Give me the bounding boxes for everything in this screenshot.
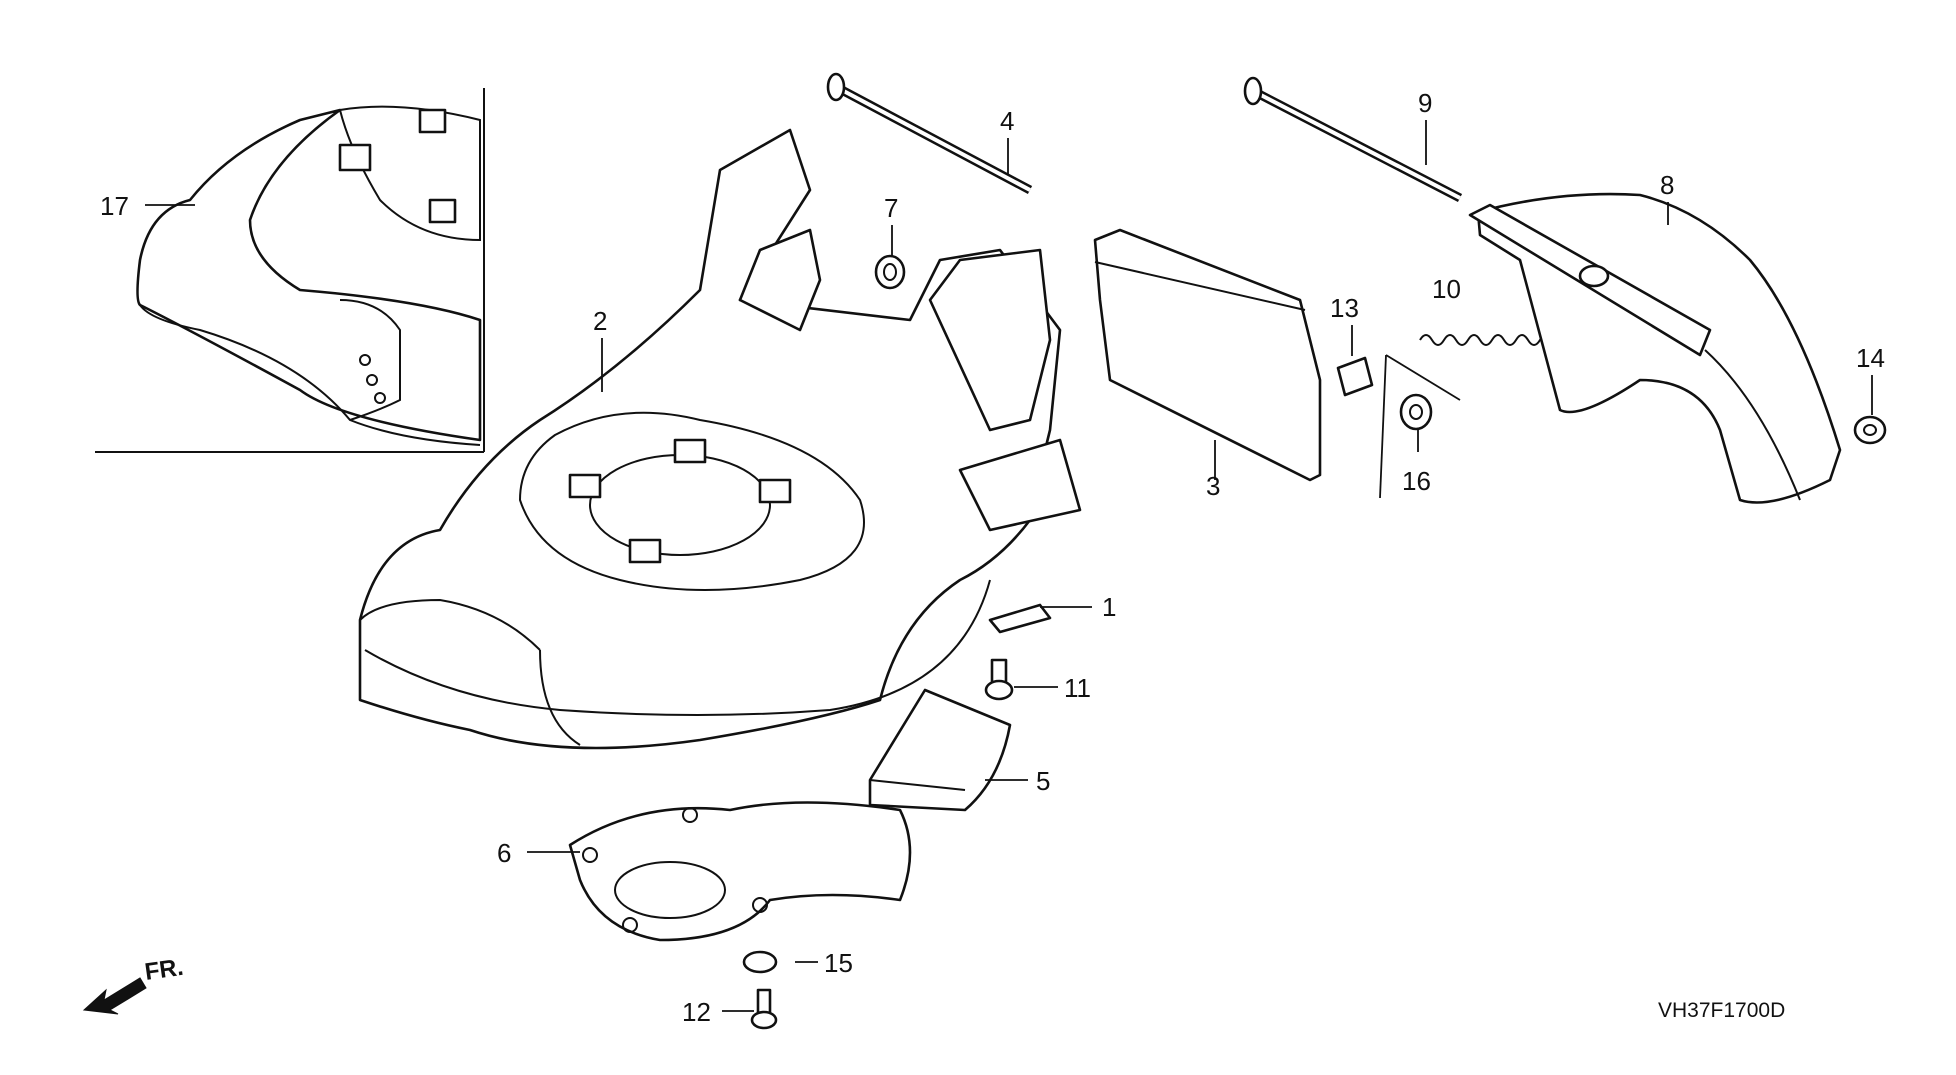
baffle-part-6: [568, 801, 912, 942]
callout-labels: 1 2 3 4 5 6 7 8 9 10 11 12 13 14 15 16 1…: [100, 88, 1885, 1027]
callout-14: 14: [1856, 343, 1885, 373]
rod-part-4: [826, 72, 1033, 194]
front-direction-indicator: FR.: [82, 954, 185, 1015]
callout-15: 15: [824, 948, 853, 978]
callout-3: 3: [1206, 471, 1220, 501]
plate-part-1: [988, 603, 1052, 634]
callout-13: 13: [1330, 293, 1359, 323]
rod-part-9: [1243, 76, 1463, 202]
callout-9: 9: [1418, 88, 1432, 118]
callout-8: 8: [1660, 170, 1674, 200]
collar-part-13: [1336, 356, 1374, 397]
nut-part-15: [742, 950, 778, 974]
front-arrow-icon: [82, 977, 147, 1015]
leader-lines: [145, 120, 1873, 1012]
guide-part-5: [868, 688, 1012, 812]
cover-part-8: [1468, 192, 1842, 504]
callout-16: 16: [1402, 466, 1431, 496]
bolt-part-11: [984, 658, 1014, 701]
callout-4: 4: [1000, 106, 1014, 136]
flap-part-3: [1093, 228, 1322, 482]
callout-7: 7: [884, 193, 898, 223]
callout-17: 17: [100, 191, 129, 221]
callout-5: 5: [1036, 766, 1050, 796]
inset-detail-17: [95, 88, 485, 453]
spring-part-10: [1379, 334, 1553, 499]
mower-deck-part-2: [358, 128, 1082, 750]
callout-12: 12: [682, 997, 711, 1027]
callout-11: 11: [1064, 673, 1091, 703]
bolt-part-12: [750, 988, 778, 1030]
front-label: FR.: [143, 954, 185, 986]
callout-6: 6: [497, 838, 511, 868]
callout-10: 10: [1432, 274, 1461, 304]
callout-2: 2: [593, 306, 607, 336]
diagram-code: VH37F1700D: [1658, 999, 1785, 1022]
washer-part-16: [1399, 393, 1433, 431]
nut-part-7: [874, 254, 906, 290]
callout-1: 1: [1102, 592, 1116, 622]
nut-part-14: [1853, 415, 1887, 445]
